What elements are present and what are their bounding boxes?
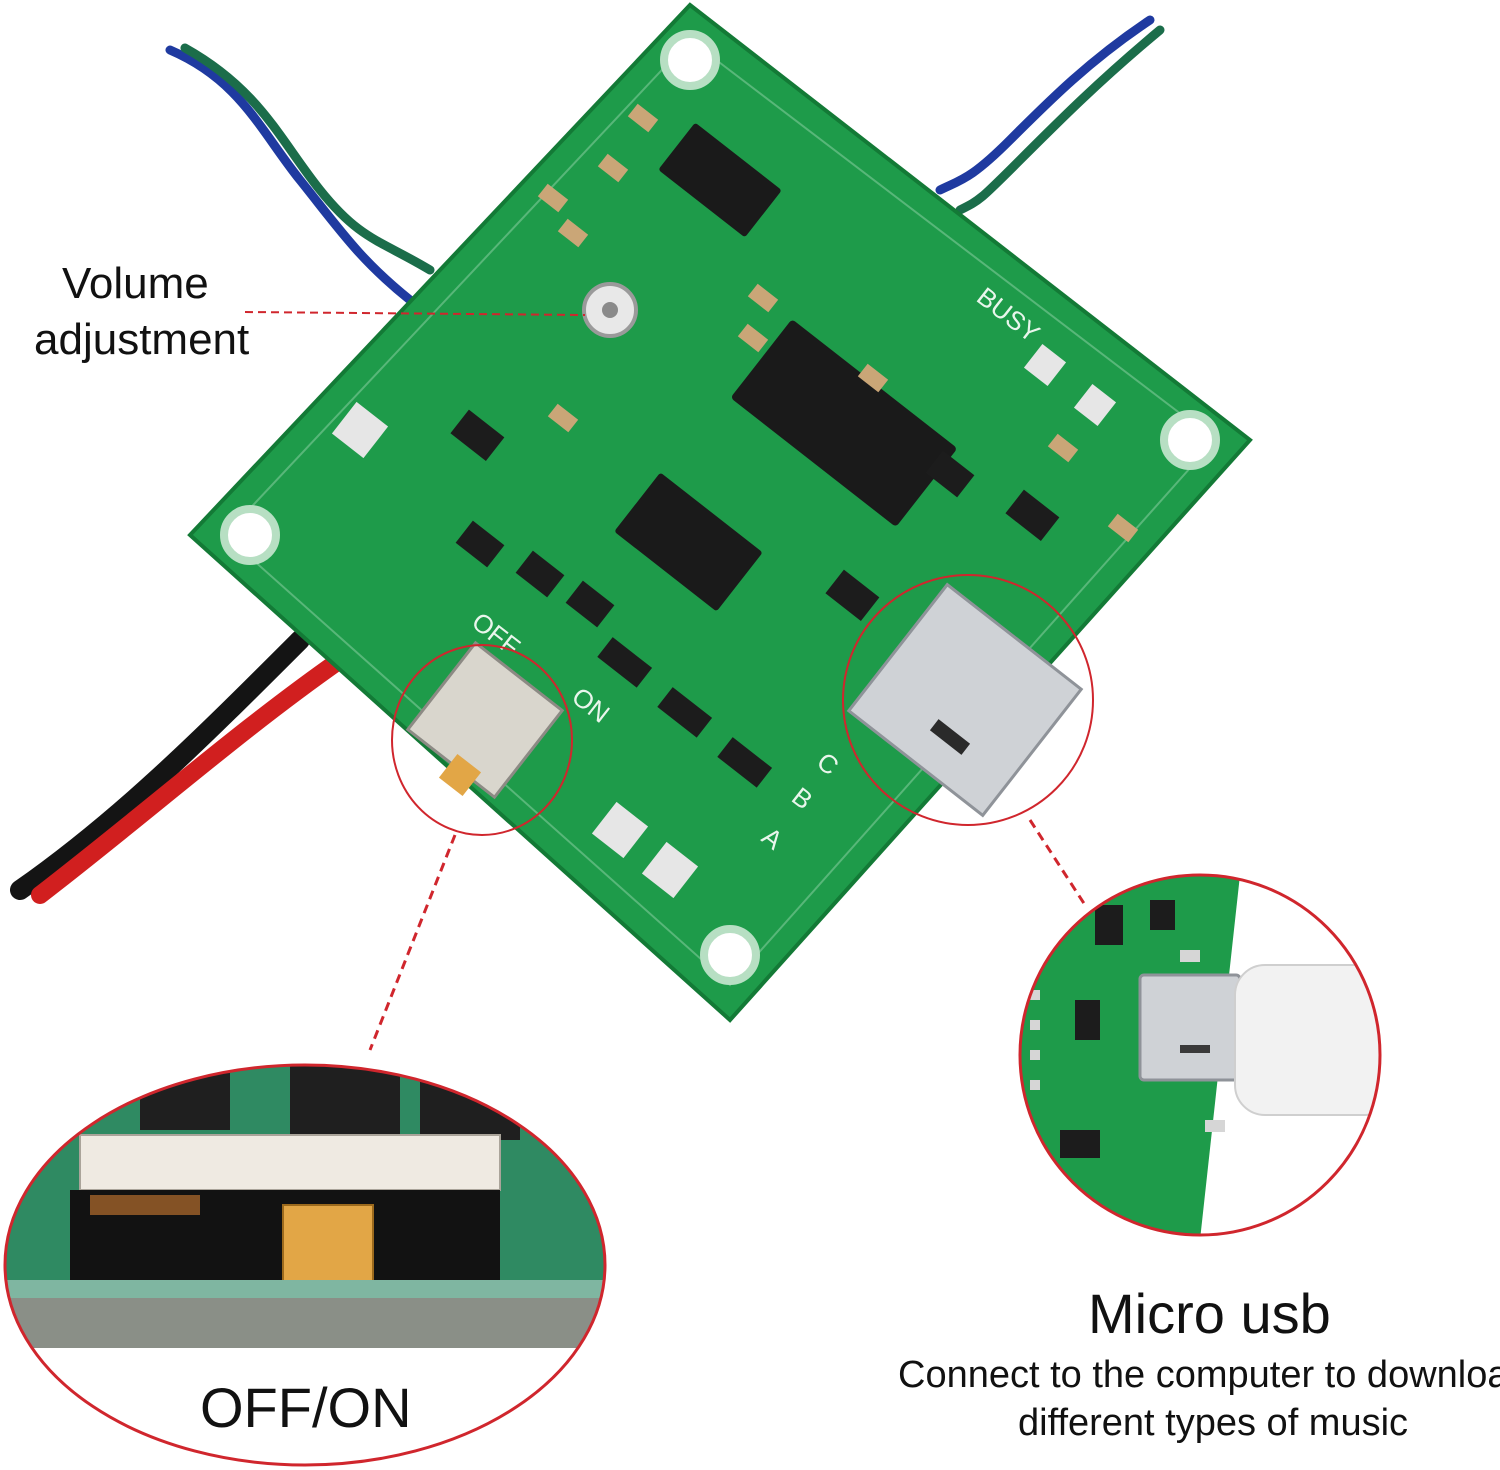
green-wire-top-right [955,25,1165,215]
mounting-hole-top [660,30,720,90]
black-power-wire [10,630,310,900]
usb-callout-circle [842,574,1094,826]
pcb-board: BUSY OFF ON A B C [187,2,1253,1023]
usb-receptacle [1138,973,1242,1082]
usb-zoom-inset [1018,873,1382,1237]
usb-callout-line [1028,819,1087,906]
green-wire-top-left [180,43,435,275]
volume-adjustment-label-line2: adjustment [34,315,250,364]
mounting-hole-bottom [700,925,760,985]
blue-wire-top-left [165,45,415,305]
top-chip [659,123,781,237]
red-power-wire [31,651,349,904]
usb-cable-plug [1234,964,1380,1116]
mounting-hole-right [1160,410,1220,470]
switch-knob [282,1204,374,1291]
flash-chip [615,473,762,611]
blue-wire-top-right [935,15,1155,195]
micro-usb-description-line2: different types of music [1018,1402,1409,1444]
volume-callout-line [244,311,586,316]
off-on-label: OFF/ON [200,1376,412,1439]
switch-callout-circle [391,644,573,836]
micro-usb-description: Connect to the computer to download [898,1354,1500,1396]
main-chip [732,320,956,526]
switch-callout-line [368,834,457,1051]
mounting-hole-left [220,505,280,565]
board-micro-usb [846,582,1084,818]
micro-usb-title: Micro usb [1088,1282,1331,1345]
wires [10,15,1165,904]
volume-adjustment-label: Volume [62,259,209,308]
callouts [244,311,1094,1051]
